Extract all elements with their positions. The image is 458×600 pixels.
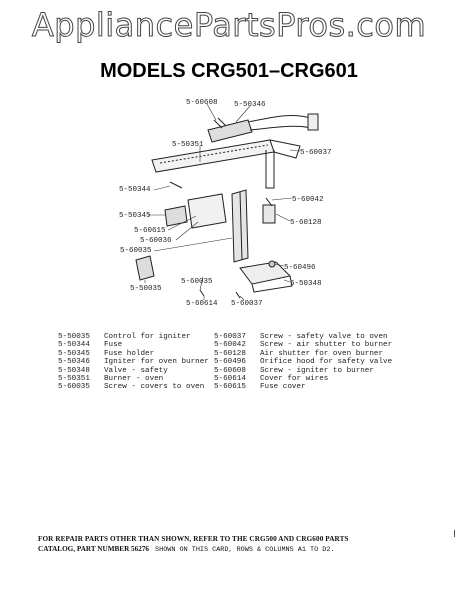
part-number: 5-60614 — [214, 375, 246, 384]
list-item: 5-50348 Valve - safety — [58, 367, 209, 375]
fuse-cover — [187, 193, 227, 229]
burner-vertical — [265, 150, 275, 189]
part-description: Valve - safety — [104, 366, 168, 375]
part-number: 5-50348 — [58, 366, 90, 375]
page-title: MODELS CRG501–CRG601 — [100, 60, 358, 82]
list-item: 5-60615 Fuse cover — [214, 383, 392, 391]
air-shutter — [262, 204, 276, 224]
part-description: Screw - safety valve to oven — [260, 333, 388, 341]
catalog-number: CATALOG, PART NUMBER 56276 — [38, 545, 150, 553]
part-number: 5-50345 — [58, 349, 90, 358]
part-description: Burner - oven — [104, 375, 164, 384]
list-item: 5-50351 Burner - oven — [58, 375, 209, 383]
part-description: Igniter for oven burner — [104, 358, 209, 367]
cover-for-wires — [231, 189, 249, 263]
fuse-holder — [164, 205, 188, 227]
part-description: Fuse holder — [104, 349, 155, 358]
list-item: 5-50345 Fuse holder — [58, 350, 209, 358]
igniter-control — [135, 255, 155, 281]
list-item: 5-50344 Fuse — [58, 341, 209, 349]
part-description: Control for igniter — [104, 333, 191, 341]
burner-oven — [151, 139, 275, 173]
list-item: 5-60614 Cover for wires — [214, 375, 392, 383]
part-description: Screw - covers to oven — [104, 383, 205, 392]
footer-catalog: CATALOG, PART NUMBER 56276 SHOWN ON THIS … — [38, 545, 335, 554]
safety-valve — [239, 261, 292, 285]
part-description: Fuse — [104, 341, 123, 350]
part-number: 5-60615 — [214, 383, 246, 392]
part-description: Air shutter for oven burner — [260, 349, 384, 358]
label-5-60496: 5-60496 — [284, 264, 316, 272]
list-item: 5-50346 Igniter for oven burner — [58, 358, 209, 366]
label-5-50348: 5-50348 — [290, 280, 322, 288]
label-5-50346: 5-50346 — [234, 101, 266, 109]
watermark: AppliancePartsPros.com — [31, 6, 427, 45]
label-5-60037-top: 5-60037 — [300, 149, 332, 157]
margin-tick — [454, 530, 455, 537]
part-number: 5-50344 — [58, 341, 90, 350]
part-number: 5-50346 — [58, 358, 90, 367]
part-number: 5-60035 — [58, 383, 90, 392]
parts-list-right: 5-60037 Screw - safety valve to oven 5-60… — [214, 333, 392, 392]
label-5-60042: 5-60042 — [292, 196, 324, 204]
part-number: 5-60128 — [214, 349, 246, 358]
label-5-50345: 5-50345 — [119, 212, 151, 220]
part-number: 5-50351 — [58, 375, 90, 384]
part-number: 5-60496 — [214, 358, 246, 367]
label-5-50351: 5-50351 — [172, 141, 204, 149]
list-item: 5-60608 Screw - igniter to burner — [214, 367, 392, 375]
fuse — [169, 181, 183, 189]
shutter-screw — [265, 197, 273, 207]
igniter-body — [207, 119, 253, 143]
list-item: 5-60496 Orifice hood for safety valve — [214, 358, 392, 366]
igniter-wire — [247, 114, 311, 123]
burner-bracket — [269, 139, 301, 159]
part-number: 5-60608 — [214, 366, 246, 375]
label-5-50035: 5-50035 — [130, 285, 162, 293]
label-5-60036: 5-60036 — [140, 237, 172, 245]
list-item: 5-60037 Screw - safety valve to oven — [214, 333, 392, 341]
part-description: Fuse cover — [260, 383, 306, 392]
part-number: 5-60037 — [214, 333, 246, 341]
label-5-50344: 5-50344 — [119, 186, 151, 194]
parts-list-left: 5-50035 Control for igniter 5-50344 Fuse 5… — [58, 333, 209, 392]
label-5-60035-left: 5-60035 — [120, 247, 152, 255]
part-number: 5-60042 — [214, 341, 246, 350]
label-5-60615: 5-60615 — [134, 227, 166, 235]
part-description: Cover for wires — [260, 375, 329, 384]
label-5-60614: 5-60614 — [186, 300, 218, 308]
catalog-note: SHOWN ON THIS CARD, ROWS & COLUMNS A1 TO… — [155, 546, 335, 554]
part-description: Orifice hood for safety valve — [260, 358, 393, 367]
igniter-screw — [213, 117, 227, 129]
part-description: Screw - igniter to burner — [260, 366, 374, 375]
label-5-60037-bottom: 5-60037 — [231, 300, 263, 308]
list-item: 5-60128 Air shutter for oven burner — [214, 350, 392, 358]
part-number: 5-50035 — [58, 333, 90, 341]
label-5-60035-center: 5-60035 — [181, 278, 213, 286]
label-5-60608: 5-60608 — [186, 99, 218, 107]
label-5-60128: 5-60128 — [290, 219, 322, 227]
part-description: Screw - air shutter to burner — [260, 341, 393, 350]
list-item: 5-50035 Control for igniter — [58, 333, 209, 341]
list-item: 5-60042 Screw - air shutter to burner — [214, 341, 392, 349]
list-item: 5-60035 Screw - covers to oven — [58, 383, 209, 391]
valve-screws — [199, 289, 241, 299]
wire-connector — [307, 113, 319, 131]
footer-note: FOR REPAIR PARTS OTHER THAN SHOWN, REFER… — [38, 535, 349, 543]
